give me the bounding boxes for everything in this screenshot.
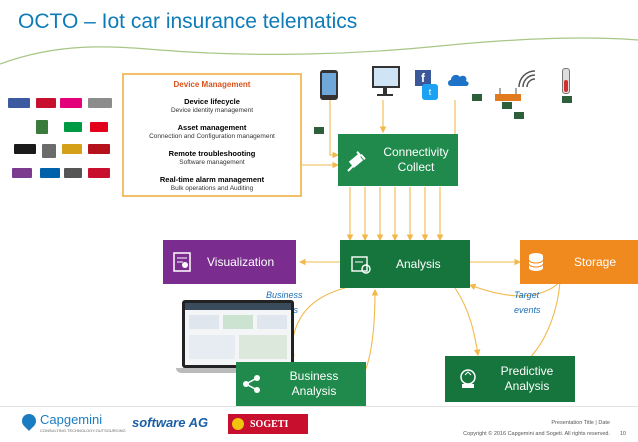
partner-logo (88, 98, 112, 108)
partner-logo (40, 168, 60, 178)
router-icon (495, 88, 521, 101)
dm-item-title: Device lifecycle (184, 97, 240, 106)
partner-logos (6, 92, 118, 192)
business-analysis-node: Business Analysis (236, 362, 366, 406)
target-events-label: Target events (514, 290, 541, 315)
footer-divider (0, 406, 638, 407)
page-number: 10 (619, 431, 626, 437)
twitter-icon: t (422, 84, 438, 100)
business-analysis-label: Business Analysis (289, 369, 339, 398)
dashboard-icon (173, 252, 191, 272)
analysis-label: Analysis (396, 256, 441, 271)
partner-logo (88, 168, 110, 178)
sogeti-emblem (232, 418, 244, 430)
network-icon (243, 375, 260, 393)
device-management-box: Device Management Device lifecycle Devic… (122, 73, 302, 197)
software-ag-logo: software AG (132, 414, 208, 432)
storage-label: Storage (574, 254, 617, 269)
slide-title: OCTO – Iot car insurance telematics (18, 10, 358, 33)
partner-logo (64, 168, 82, 178)
dm-item-subtitle: Device identity management (170, 107, 253, 114)
dm-item: Real-time alarm management Bulk operatio… (124, 175, 300, 193)
dm-item: Asset management Connection and Configur… (124, 123, 300, 141)
title-decoration (0, 37, 638, 65)
capgemini-logo: Capgemini CONSULTING.TECHNOLOGY.OUTSOURC… (19, 411, 126, 436)
partner-logo (64, 122, 82, 132)
dm-item-subtitle: Software management (179, 159, 245, 166)
dm-item: Device lifecycle Device identity managem… (124, 97, 300, 115)
predictive-analysis-node: Predictive Analysis (445, 356, 575, 402)
partner-logo (12, 168, 32, 178)
capgemini-spade-icon (19, 411, 39, 431)
partner-logo (60, 98, 82, 108)
monitor-icon (372, 66, 400, 100)
envelope-icon (514, 112, 524, 119)
partner-logo (62, 144, 82, 154)
envelope-icon (314, 127, 324, 134)
partner-logo (88, 144, 110, 154)
partner-logo (36, 120, 48, 134)
envelope-icon (562, 96, 572, 103)
predictive-analysis-label: Predictive Analysis (500, 364, 554, 393)
dm-item: Remote troubleshooting Software manageme… (124, 149, 300, 167)
facebook-icon: f (415, 70, 431, 86)
dm-item-subtitle: Bulk operations and Auditing (170, 185, 254, 192)
copyright-text: Copyright © 2016 Capgemini and Sogeti. A… (463, 431, 610, 437)
database-icon (528, 253, 544, 271)
partner-logo (42, 144, 56, 158)
capgemini-wordmark: Capgemini (40, 412, 103, 427)
dm-item-subtitle: Connection and Configuration management (149, 133, 275, 140)
partner-logo (8, 98, 30, 108)
calendar-chart-icon (351, 256, 371, 274)
crystal-ball-icon (460, 369, 476, 388)
capgemini-tagline: CONSULTING.TECHNOLOGY.OUTSOURCING (40, 428, 126, 433)
presentation-title-date: Presentation Title | Date (551, 420, 610, 426)
sogeti-wordmark: SOGETI (250, 418, 289, 430)
analysis-node: Analysis (340, 240, 470, 288)
dm-item-title: Remote troubleshooting (168, 149, 256, 158)
cloud-icon (448, 74, 469, 86)
thermometer-icon (562, 68, 570, 94)
wifi-icon (518, 70, 536, 88)
partner-logo (36, 98, 56, 108)
envelope-icon (472, 94, 482, 101)
visualization-node: Visualization (163, 240, 296, 284)
connectivity-collect-node: Connectivity Collect (338, 134, 458, 186)
envelope-icon (502, 102, 512, 109)
sogeti-logo: SOGETI (228, 414, 308, 434)
storage-node: Storage (520, 240, 638, 284)
connectivity-collect-label: Connectivity Collect (383, 145, 449, 174)
partner-logo (90, 122, 108, 132)
software-ag-wordmark: software AG (132, 415, 209, 430)
tablet-icon (320, 70, 338, 100)
dm-item-title: Asset management (177, 123, 247, 132)
dm-item-title: Real-time alarm management (159, 175, 265, 184)
device-management-heading: Device Management (173, 80, 251, 89)
visualization-label: Visualization (207, 254, 275, 269)
plug-icon (347, 151, 366, 172)
partner-logo (14, 144, 36, 154)
